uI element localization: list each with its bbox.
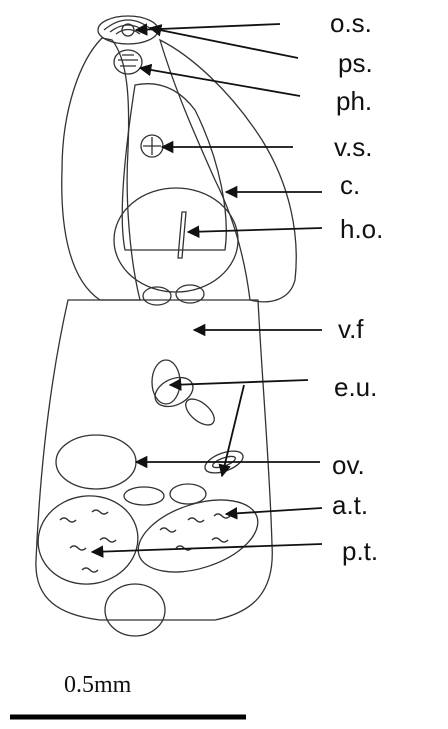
label-eggs-uterus: e.u.: [334, 372, 377, 402]
label-caecum: c.: [340, 170, 360, 200]
arrow-ps: [150, 28, 298, 58]
label-ovary: ov.: [332, 450, 365, 480]
label-anterior-testis: a.t.: [332, 490, 368, 520]
label-holdfast-organ: h.o.: [340, 214, 383, 244]
label-pharynx: ph.: [336, 86, 372, 116]
label-prepharynx: ps.: [338, 48, 373, 78]
annotation-arrows: [92, 24, 322, 552]
anterior-testis: [129, 486, 267, 585]
hindbody: [36, 300, 272, 620]
posterior-bulb: [105, 584, 165, 636]
holdfast-organ: [114, 188, 238, 292]
uterus-eggs: [124, 360, 246, 505]
arrow-at: [226, 508, 322, 514]
right-forebody-lobe: [160, 40, 296, 302]
arrow-ho: [188, 228, 322, 232]
ovary: [56, 435, 136, 489]
arrow-pt: [92, 544, 322, 552]
label-ventral-sucker: v.s.: [334, 132, 373, 162]
label-oral-sucker: o.s.: [330, 8, 372, 38]
label-posterior-testis: p.t.: [342, 536, 378, 566]
label-vitelline-follicles: v.f: [338, 314, 364, 344]
posterior-testis: [32, 489, 143, 590]
ventral-sucker: [141, 135, 163, 157]
pharynx-structure: [114, 50, 142, 74]
arrow-ph: [140, 68, 300, 96]
scale-label: 0.5mm: [64, 672, 132, 698]
left-forebody-lobe: [62, 38, 140, 300]
caecum-cavity: [122, 84, 226, 250]
